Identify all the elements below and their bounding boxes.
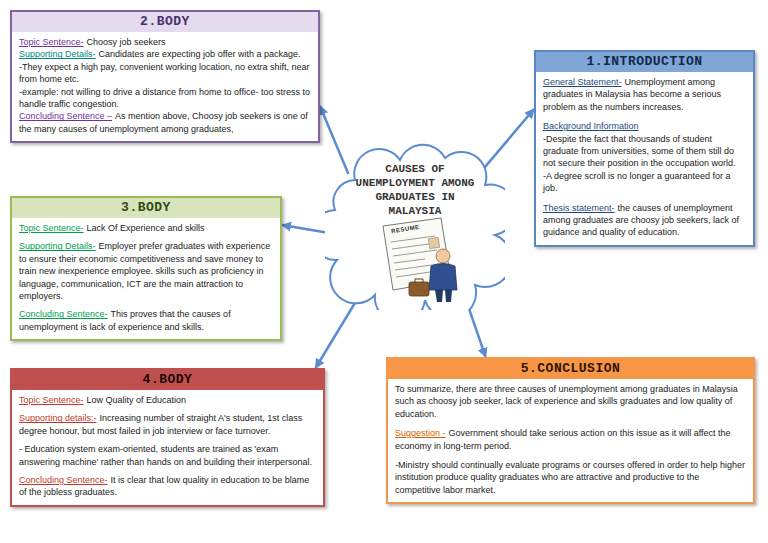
paragraph: Topic Sentence-Lack Of Experience and sk… (19, 222, 273, 234)
sentence-label: Thesis statement- (543, 203, 615, 213)
paragraph: Thesis statement-the causes of unemploym… (543, 202, 746, 239)
sentence-text: -Despite the fact that thousands of stud… (543, 134, 736, 169)
paragraph: Supporting Details-Employer prefer gradu… (19, 240, 273, 302)
sentence-text: Choosy job seekers (87, 37, 166, 47)
section-body: General Statement-Unemployment among gra… (536, 72, 753, 245)
paragraph: Supporting Details-Candidates are expect… (19, 48, 311, 60)
sentence-label: Concluding Sentence – (19, 111, 112, 121)
paragraph: - Education system exam-oriented, studen… (19, 443, 316, 468)
title-cloud: CAUSES OF UNEMPLOYMENT AMONG GRADUATES I… (325, 140, 505, 310)
paragraph: To summarize, there are three causes of … (395, 383, 746, 420)
sentence-text: To summarize, there are three causes of … (395, 384, 738, 419)
section-box: 5.CONCLUSION To summarize, there are thre… (386, 357, 755, 504)
paragraph: Suggestion -Government should take serio… (395, 427, 746, 452)
section-heading: 4.BODY (12, 370, 323, 390)
paragraph: Topic Sentence-Choosy job seekers (19, 36, 311, 48)
cloud-outline (325, 145, 505, 310)
section-box: 4.BODYTopic Sentence-Low Quality of Educ… (10, 368, 325, 507)
paragraph: -example: not willing to drive a distanc… (19, 86, 311, 111)
sentence-label: Topic Sentence- (19, 395, 84, 405)
paragraph: Concluding Sentence-It is clear that low… (19, 474, 316, 499)
section-body: To summarize, there are three causes of … (388, 379, 753, 502)
briefcase (409, 282, 429, 296)
paragraph: -A degree scroll is no longer a guarante… (543, 170, 746, 195)
paragraph: -Ministry should continually evaluate pr… (395, 459, 746, 496)
arrow-connector (320, 106, 348, 174)
paragraph: Background Information (543, 120, 746, 132)
sentence-label: Concluding Sentence- (19, 475, 108, 485)
sentence-label: Topic Sentence- (19, 37, 84, 47)
section-heading: 3.BODY (12, 198, 280, 218)
sentence-text: Low Quality of Education (87, 395, 187, 405)
sentence-label: Supporting Details- (19, 49, 96, 59)
paragraph: Concluding Sentence-This proves that the… (19, 308, 273, 333)
section-box: 2.BODYTopic Sentence-Choosy job seekersS… (10, 10, 320, 143)
section-box: 3.BODY Topic Sentence-Lack Of Experience … (10, 196, 282, 341)
sentence-text: -example: not willing to drive a distanc… (19, 87, 310, 109)
section-box: 1.INTRODUCTION General Statement-Unemploy… (534, 50, 755, 247)
section-body: Topic Sentence-Low Quality of EducationS… (12, 390, 323, 505)
section-heading: 1.INTRODUCTION (536, 52, 753, 72)
sentence-label: Concluding Sentence- (19, 309, 108, 319)
section-heading: 5.CONCLUSION (388, 359, 753, 379)
resume-photo (428, 237, 439, 248)
section-body: Topic Sentence-Lack Of Experience and sk… (12, 218, 280, 339)
sentence-text: -Ministry should continually evaluate pr… (395, 460, 745, 495)
sentence-label: Suggestion - (395, 428, 446, 438)
briefcase-handle (415, 279, 423, 282)
paragraph: General Statement-Unemployment among gra… (543, 76, 746, 113)
sentence-text: -They expect a high pay, convenient work… (19, 62, 310, 84)
paragraph: -Despite the fact that thousands of stud… (543, 133, 746, 170)
sentence-text: Lack Of Experience and skills (87, 223, 205, 233)
section-heading: 2.BODY (12, 12, 318, 32)
person-legs (435, 290, 452, 302)
paragraph: Concluding Sentence –As mention above, C… (19, 110, 311, 135)
paragraph: Supporting details:-Increasing number of… (19, 412, 316, 437)
sentence-text: - Education system exam-oriented, studen… (19, 444, 312, 466)
resume-label: RESUME (391, 224, 420, 234)
sentence-label: Topic Sentence- (19, 223, 84, 233)
sentence-label: Supporting Details- (19, 241, 96, 251)
sentence-text: Candidates are expecting job offer with … (99, 49, 301, 59)
section-body: Topic Sentence-Choosy job seekersSupport… (12, 32, 318, 141)
person-head (436, 249, 450, 263)
cloud-title: CAUSES OF UNEMPLOYMENT AMONG GRADUATES I… (347, 162, 483, 218)
paragraph: -They expect a high pay, convenient work… (19, 61, 311, 86)
sentence-label: General Statement- (543, 77, 622, 87)
paragraph: Topic Sentence-Low Quality of Education (19, 394, 316, 406)
arrow-connector (483, 109, 534, 169)
sentence-label: Background Information (543, 121, 639, 131)
sentence-text: -A degree scroll is no longer a guarante… (543, 171, 731, 193)
sentence-label: Supporting details:- (19, 413, 97, 423)
person-suit (429, 264, 457, 291)
